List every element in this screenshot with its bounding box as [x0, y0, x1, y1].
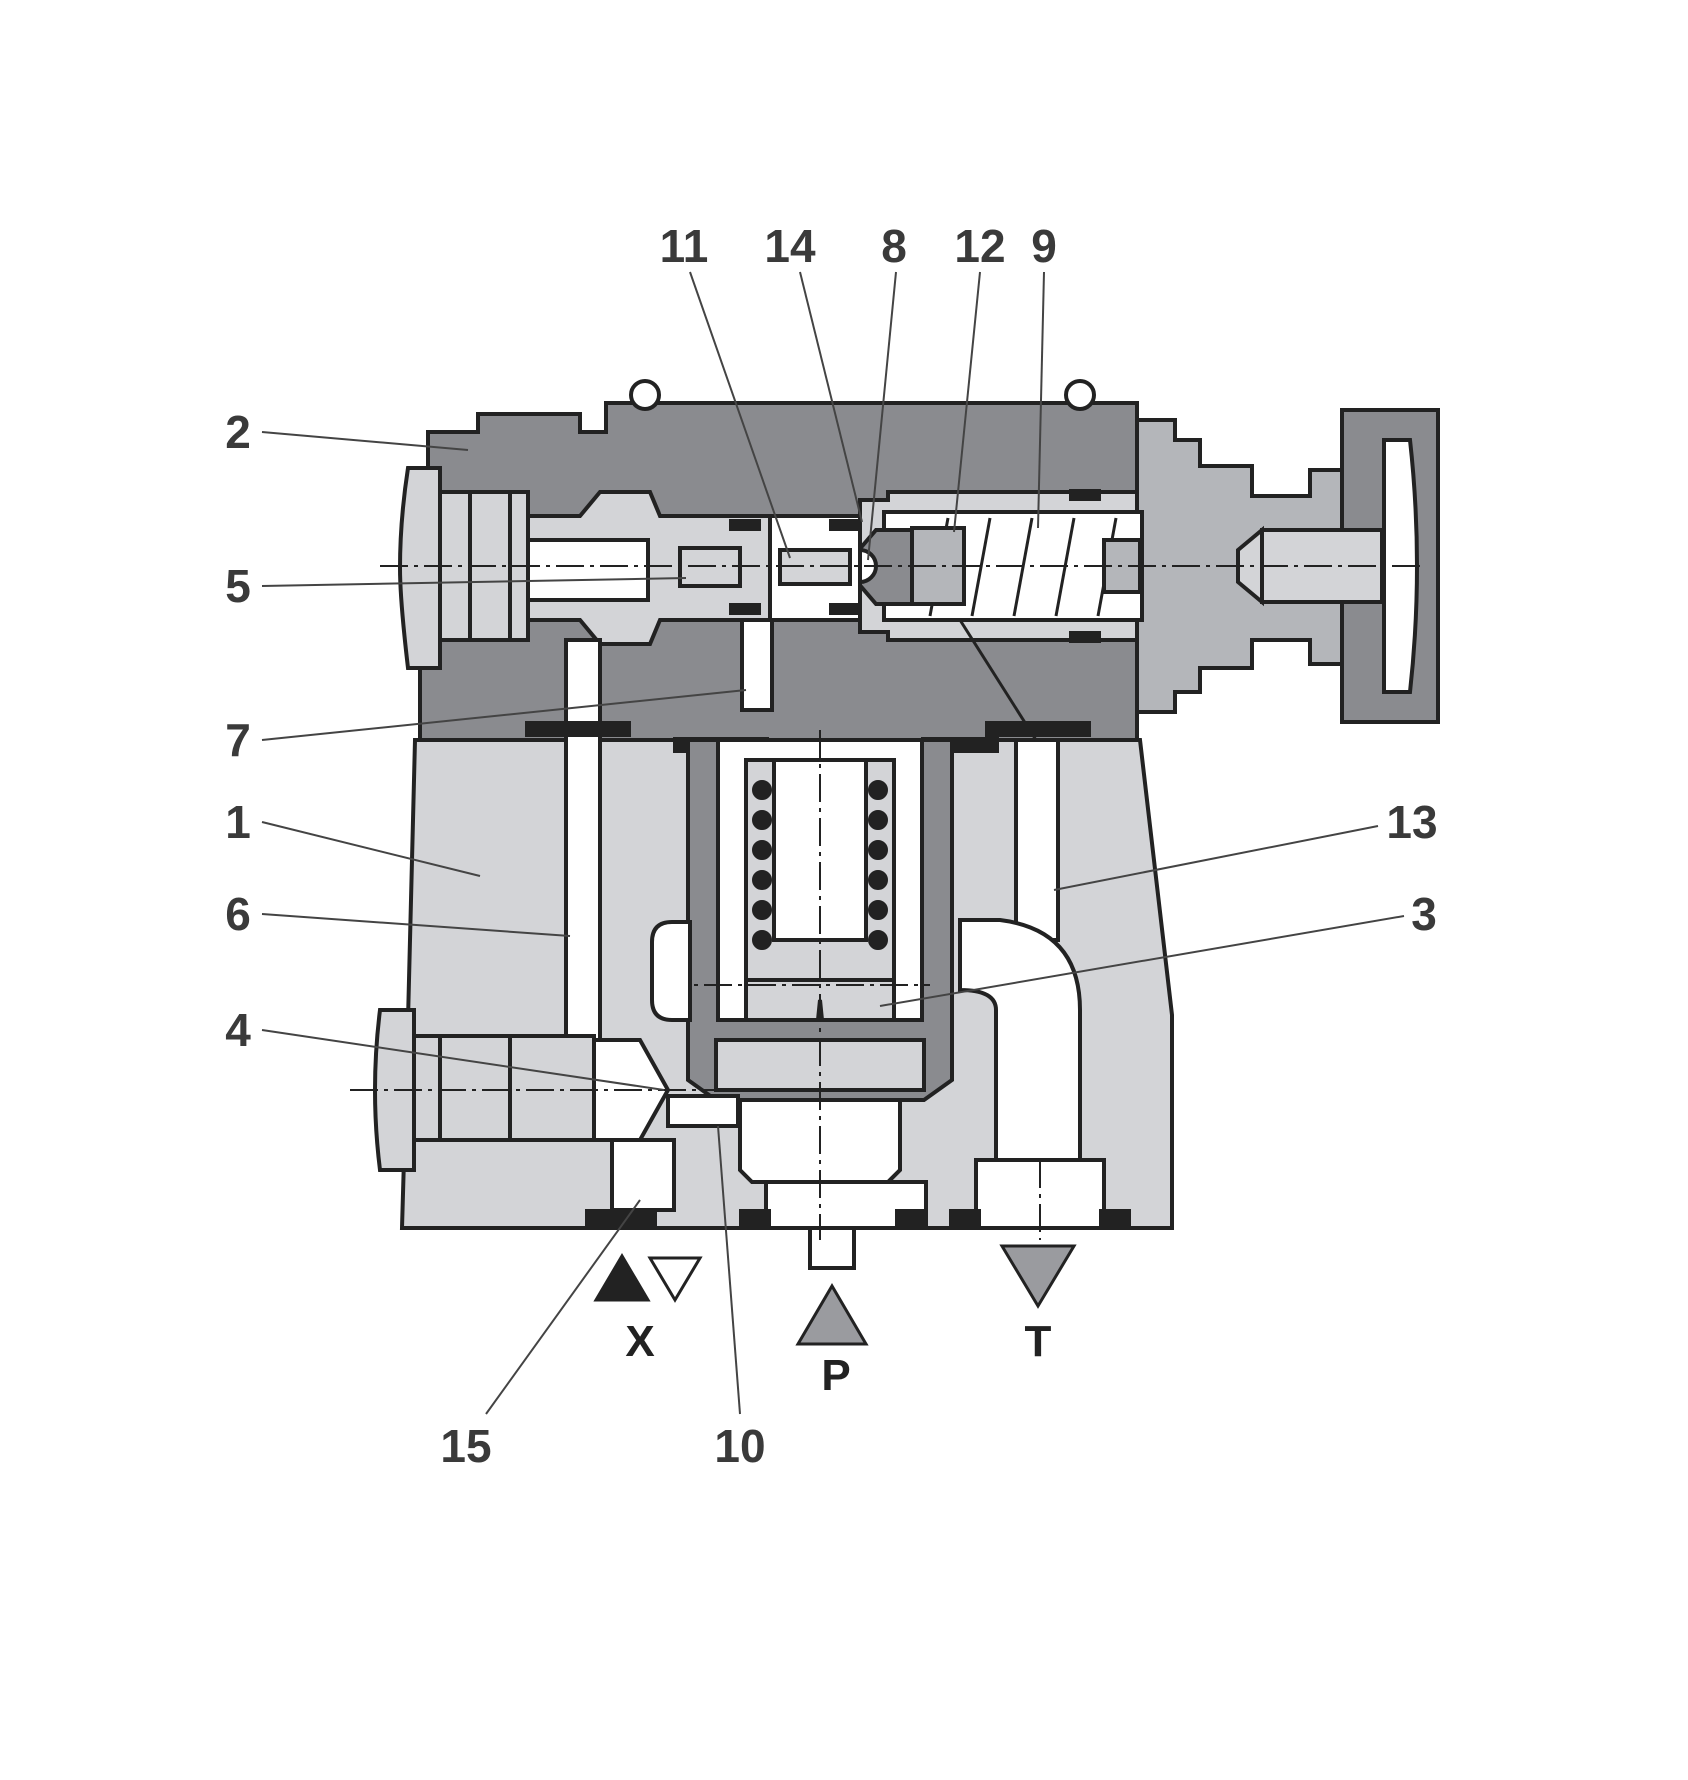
leader-10 [717, 1125, 741, 1415]
callout-7: 7 [225, 714, 251, 766]
gasket-t [949, 1209, 981, 1229]
x-port-triangle-filled [593, 1253, 651, 1302]
t-port-triangle [999, 1244, 1077, 1309]
x-port-symbol [593, 1253, 703, 1303]
leader-14 [799, 271, 863, 523]
t-passage [958, 918, 1082, 1162]
callout-6: 6 [225, 888, 251, 940]
seal-d [829, 603, 861, 615]
callout-2: 2 [225, 406, 251, 458]
p-port-plate [764, 1180, 928, 1230]
p-port-pin [808, 1226, 856, 1270]
gasket-p2 [895, 1209, 927, 1229]
lower-plug-inner [438, 1034, 512, 1142]
leader-11 [689, 271, 791, 559]
leader-9 [1037, 271, 1045, 529]
seal-c [729, 603, 761, 615]
passage-6 [564, 638, 602, 1042]
leader-3 [879, 915, 1405, 1007]
leader-12 [953, 271, 981, 533]
p-port-triangle [795, 1283, 869, 1346]
callout-14: 14 [764, 220, 816, 272]
pilot-piston [526, 538, 650, 602]
callout-9: 9 [1031, 220, 1057, 272]
leader-2 [261, 431, 469, 451]
screw-right [1064, 379, 1096, 411]
passage-7 [740, 618, 774, 712]
side-chamber [650, 920, 692, 1022]
callout-1: 1 [225, 796, 251, 848]
leader-5 [261, 577, 687, 587]
callout-8: 8 [881, 220, 907, 272]
leader-4 [261, 1029, 665, 1091]
leader-8 [867, 271, 897, 561]
callout-11: 11 [660, 220, 709, 272]
callout-4: 4 [225, 1004, 251, 1056]
port-label-x: X [625, 1317, 654, 1366]
gasket-4 [985, 721, 1091, 737]
gasket-1 [525, 721, 631, 737]
callout-13: 13 [1386, 796, 1437, 848]
seal-e [1069, 489, 1101, 501]
passage-13 [1014, 738, 1060, 942]
gasket-p [739, 1209, 771, 1229]
callout-3: 3 [1411, 888, 1437, 940]
callout-5: 5 [225, 560, 251, 612]
seal-b [829, 519, 861, 531]
callout-15: 15 [440, 1420, 491, 1472]
port-label-t: T [1025, 1317, 1052, 1366]
seal-f [1069, 631, 1101, 643]
callout-10: 10 [714, 1420, 765, 1472]
leader-6 [261, 913, 571, 937]
orifice-10 [666, 1094, 740, 1128]
port-label-p: P [821, 1351, 850, 1400]
leader-15 [485, 1199, 641, 1415]
x-port-passage [610, 1138, 676, 1212]
callout-12: 12 [954, 220, 1005, 272]
screw-left [629, 379, 661, 411]
x-port-triangle-open [647, 1256, 703, 1303]
main-spring [752, 780, 888, 950]
passage-drain [958, 619, 1038, 741]
seal-a [729, 519, 761, 531]
gasket-t2 [1099, 1209, 1131, 1229]
leader-7 [261, 689, 747, 741]
leader-1 [261, 821, 481, 877]
pilot-left-cap [397, 466, 442, 670]
leader-13 [1053, 825, 1379, 891]
